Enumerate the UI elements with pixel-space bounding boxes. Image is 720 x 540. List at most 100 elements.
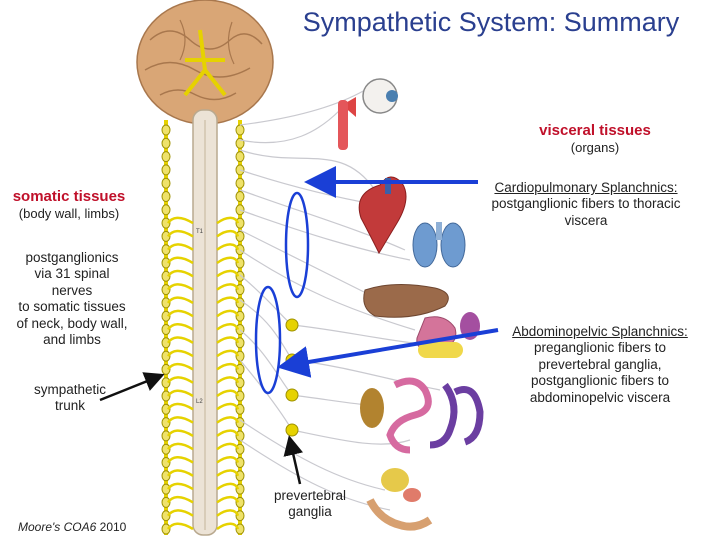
credit-year: 2010 bbox=[96, 520, 127, 534]
trunk-ganglion bbox=[161, 417, 171, 429]
cardiopulmonary-label: Cardiopulmonary Splanchnics: postganglio… bbox=[470, 180, 702, 229]
spinal-nerve-loop bbox=[166, 349, 240, 358]
spinal-nerve-loop bbox=[166, 416, 240, 424]
source-credit: Moore's COA6 2010 bbox=[18, 520, 158, 535]
spinal-nerve-loop bbox=[166, 482, 240, 491]
trunk-ganglion bbox=[161, 363, 171, 375]
liver-illustration bbox=[363, 283, 449, 318]
spinal-nerve-loop bbox=[166, 243, 240, 251]
trunk-ganglion bbox=[161, 483, 171, 495]
trunk-ganglion bbox=[161, 297, 171, 309]
spinal-nerve-loop bbox=[166, 509, 240, 517]
abdominopelvic-heading: Abdominopelvic Splanchnics: bbox=[512, 324, 688, 339]
trunk-ganglion bbox=[235, 177, 245, 189]
trunk-ganglion bbox=[235, 124, 245, 136]
trunk-ganglion bbox=[161, 204, 171, 216]
spinal-nerve-loop bbox=[166, 389, 240, 398]
credit-italic: Moore's COA6 bbox=[18, 520, 97, 534]
spinal-nerve-loop bbox=[166, 469, 240, 477]
brain-illustration bbox=[136, 0, 274, 125]
trunk-ganglion bbox=[235, 137, 245, 149]
spinal-nerve-loop bbox=[166, 323, 240, 331]
trunk-ganglion bbox=[161, 137, 171, 149]
sympathetic-trunk-line: sympathetic bbox=[33, 382, 107, 397]
sympathetic-trunk-chains bbox=[161, 120, 245, 535]
prevertebral-line: prevertebral bbox=[273, 488, 347, 503]
abdominopelvic-line: postganglionic fibers to bbox=[530, 373, 670, 389]
abdominopelvic-line: abdominopelvic viscera bbox=[529, 389, 671, 405]
trunk-ganglion bbox=[161, 177, 171, 189]
spinal-nerve-loop bbox=[166, 216, 240, 225]
spinal-cord bbox=[192, 109, 218, 536]
trunk-ganglion bbox=[161, 403, 171, 415]
spinal-nerve-loop bbox=[166, 522, 240, 531]
trunk-ganglion bbox=[161, 523, 171, 535]
t1-marker: T1 bbox=[196, 229, 204, 235]
postganglionics-line: of neck, body wall, bbox=[16, 315, 128, 331]
cardiopulmonary-heading: Cardiopulmonary Splanchnics: bbox=[494, 180, 678, 195]
cardiopulmonary-line: viscera bbox=[564, 212, 608, 228]
trunk-ganglion bbox=[161, 230, 171, 242]
trunk-ganglion bbox=[161, 470, 171, 482]
abdominopelvic-arrow bbox=[277, 328, 499, 378]
trunk-ganglion bbox=[161, 337, 171, 349]
trunk-ganglion bbox=[161, 457, 171, 468]
spinal-nerve-loop bbox=[166, 283, 240, 291]
trunk-ganglion bbox=[235, 204, 245, 216]
page-title: Sympathetic System: Summary bbox=[302, 7, 680, 37]
sympathetic-trunk-line: trunk bbox=[54, 398, 85, 414]
trunk-ganglion bbox=[161, 217, 171, 229]
prevertebral-ganglia-dots bbox=[285, 318, 299, 437]
prevertebral-arrow bbox=[283, 435, 304, 485]
intestines-illustration bbox=[360, 377, 484, 454]
sympathetic-trunk-label: sympathetic trunk bbox=[20, 382, 120, 415]
visceral-sub: (organs) bbox=[570, 140, 620, 156]
abdominopelvic-label: Abdominopelvic Splanchnics: preganglioni… bbox=[494, 324, 706, 406]
spinal-nerve-loop bbox=[166, 376, 240, 384]
spinal-nerve-loop bbox=[166, 269, 240, 278]
spinal-nerve-loop bbox=[166, 362, 240, 371]
spinal-nerve-loop bbox=[166, 296, 240, 304]
abdominopelvic-line: prevertebral ganglia, bbox=[538, 356, 662, 372]
trunk-ganglion bbox=[161, 270, 171, 282]
trunk-ganglion bbox=[161, 151, 171, 163]
somatic-label: somatic tissues (body wall, limbs) bbox=[0, 188, 138, 222]
somatic-heading: somatic tissues bbox=[12, 188, 126, 205]
abdominopelvic-line: preganglionic fibers to bbox=[533, 340, 667, 356]
trunk-ganglion bbox=[161, 510, 171, 522]
trunk-ganglion bbox=[161, 124, 171, 136]
heart-illustration bbox=[358, 176, 407, 255]
postganglionics-line: postganglionics bbox=[25, 250, 119, 265]
spinal-nerve-loops bbox=[166, 216, 240, 531]
spinal-nerve-loop bbox=[166, 456, 240, 464]
eye-illustration bbox=[338, 78, 398, 150]
trunk-ganglion bbox=[161, 390, 171, 402]
trunk-ganglion bbox=[161, 191, 171, 202]
spinal-nerve-loop bbox=[166, 402, 240, 411]
spinal-nerve-loop bbox=[166, 309, 240, 318]
cardiopulmonary-line: postganglionic fibers to thoracic bbox=[491, 196, 681, 212]
highlight-ovals bbox=[254, 191, 310, 395]
prevertebral-line: ganglia bbox=[288, 504, 332, 520]
trunk-ganglion bbox=[235, 164, 245, 176]
postganglionics-line: via 31 spinal bbox=[34, 266, 110, 282]
postganglionics-line: to somatic tissues bbox=[18, 299, 126, 315]
postganglionics-line: and limbs bbox=[43, 332, 101, 348]
spinal-nerve-loop bbox=[166, 495, 240, 504]
trunk-ganglion bbox=[161, 430, 171, 442]
spinal-nerve-loop bbox=[166, 256, 240, 265]
trunk-ganglion bbox=[161, 284, 171, 296]
l2-marker: L2 bbox=[196, 399, 203, 405]
spinal-nerve-loop bbox=[166, 336, 240, 344]
trunk-ganglion bbox=[161, 257, 171, 269]
visceral-label: visceral tissues (organs) bbox=[500, 122, 690, 156]
spinal-nerve-loop bbox=[166, 429, 240, 437]
spinal-nerve-loop bbox=[166, 442, 240, 451]
trunk-ganglion bbox=[161, 244, 171, 256]
trunk-ganglion bbox=[161, 350, 171, 362]
trunk-ganglion bbox=[161, 310, 171, 322]
somatic-sub: (body wall, limbs) bbox=[18, 206, 120, 222]
pelvic-organs-illustration bbox=[366, 468, 433, 531]
lungs-illustration bbox=[412, 222, 466, 268]
